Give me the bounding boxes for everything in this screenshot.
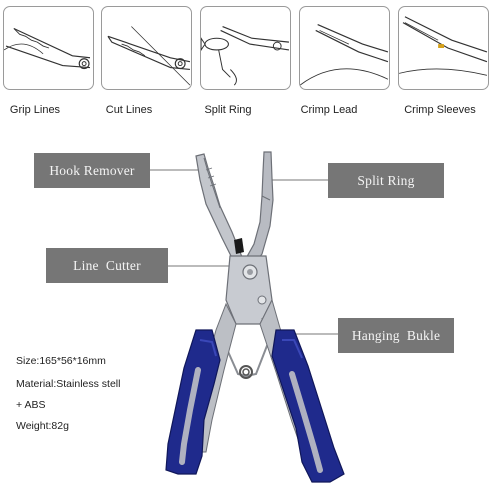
use-thumb-grip-lines: [3, 6, 94, 90]
spec-weight: Weight:82g: [16, 420, 69, 432]
use-label-crimp-lead: Crimp Lead: [300, 104, 358, 116]
callout-split-ring: Split Ring: [328, 163, 444, 198]
grip-lines-icon: [4, 27, 91, 70]
cut-lines-icon: [107, 26, 191, 86]
spec-material-cont: + ABS: [16, 399, 46, 411]
use-label-cut-lines: Cut Lines: [105, 104, 153, 116]
spec-material: Material:Stainless stell: [16, 378, 121, 390]
callout-line-cutter: Line Cutter: [46, 248, 168, 283]
split-ring-icon: [201, 25, 290, 86]
use-thumb-split-ring: [200, 6, 291, 90]
use-label-split-ring: Split Ring: [204, 104, 252, 116]
use-thumb-crimp-lead: [299, 6, 390, 90]
spec-size: Size:165*56*16mm: [16, 355, 106, 367]
crimp-sleeves-icon: [399, 16, 488, 76]
use-thumb-crimp-sleeves: [398, 6, 489, 90]
crimp-lead-icon: [300, 24, 389, 86]
use-label-grip-lines: Grip Lines: [9, 104, 61, 116]
use-thumb-cut-lines: [101, 6, 192, 90]
use-label-crimp-sleeves: Crimp Sleeves: [404, 104, 476, 116]
callout-hook-remover: Hook Remover: [34, 153, 150, 188]
callout-hanging-buckle: Hanging Bukle: [338, 318, 454, 353]
